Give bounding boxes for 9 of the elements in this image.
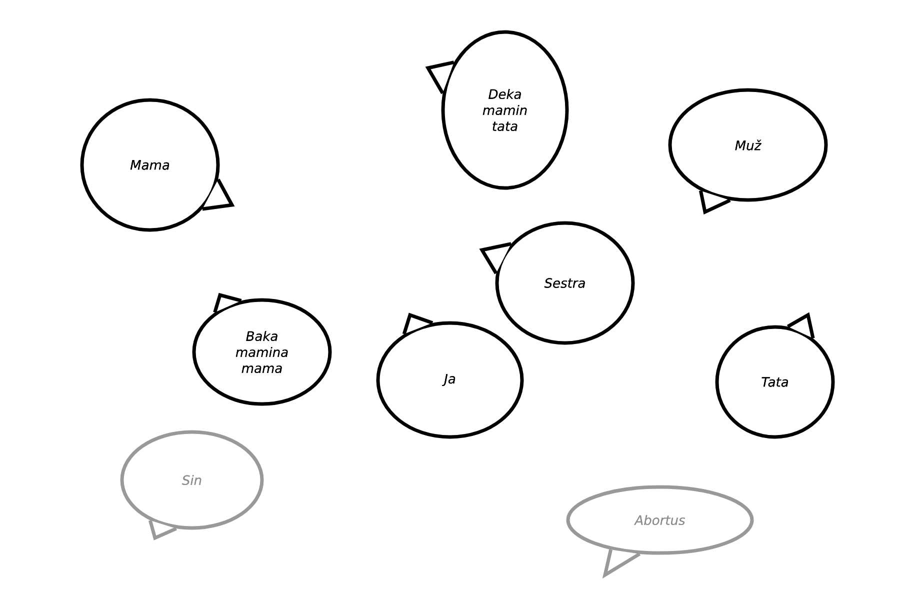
- speech-bubble: Ja: [376, 312, 524, 439]
- speech-bubble: Sestra: [479, 221, 635, 345]
- speech-bubble: Baka mamina mama: [192, 292, 332, 406]
- speech-bubble: Sin: [120, 430, 264, 540]
- speech-bubble: Tata: [715, 312, 835, 439]
- speech-bubble: Deka mamin tata: [425, 30, 569, 190]
- speech-bubble: Muž: [668, 88, 828, 215]
- speech-bubble: Abortus: [566, 485, 754, 579]
- speech-bubble: Mama: [80, 98, 235, 232]
